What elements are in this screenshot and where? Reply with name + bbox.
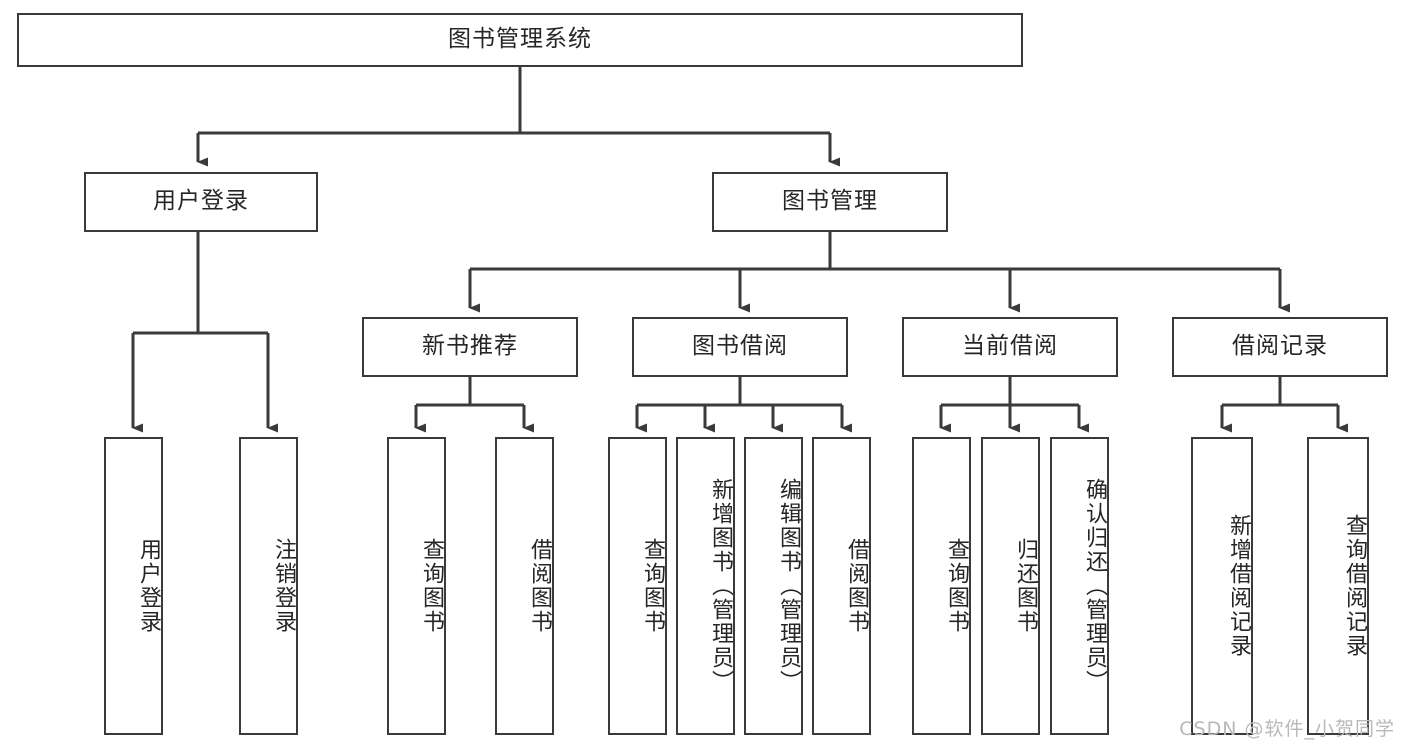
- node-user-login[interactable]: 用户登录: [84, 172, 318, 232]
- node-new-book-recommend[interactable]: 新书推荐: [362, 317, 578, 377]
- node-leaf-query-book-3[interactable]: 查询图书: [912, 437, 971, 735]
- node-leaf-confirm-return[interactable]: 确认归还（管理员）: [1050, 437, 1109, 735]
- node-label: 当前借阅: [962, 333, 1058, 360]
- node-label: 查询图书: [944, 538, 969, 634]
- node-label: 新书推荐: [422, 333, 518, 360]
- node-leaf-query-book-1[interactable]: 查询图书: [387, 437, 446, 735]
- node-root-system[interactable]: 图书管理系统: [17, 13, 1023, 67]
- node-label: 新增图书（管理员）: [708, 478, 733, 694]
- node-leaf-edit-book[interactable]: 编辑图书（管理员）: [744, 437, 803, 735]
- node-book-management[interactable]: 图书管理: [712, 172, 948, 232]
- node-label: 查询借阅记录: [1342, 514, 1367, 658]
- node-label: 用户登录: [153, 188, 249, 215]
- node-label: 确认归还（管理员）: [1082, 478, 1107, 694]
- node-current-borrow[interactable]: 当前借阅: [902, 317, 1118, 377]
- node-label: 借阅记录: [1232, 333, 1328, 360]
- node-label: 图书管理系统: [448, 26, 592, 53]
- node-label: 归还图书: [1013, 538, 1038, 634]
- node-leaf-logout-login[interactable]: 注销登录: [239, 437, 298, 735]
- node-label: 新增借阅记录: [1226, 514, 1251, 658]
- node-label: 借阅图书: [527, 538, 552, 634]
- node-label: 编辑图书（管理员）: [776, 478, 801, 694]
- node-leaf-borrow-book-2[interactable]: 借阅图书: [812, 437, 871, 735]
- node-label: 查询图书: [640, 538, 665, 634]
- node-label: 用户登录: [136, 538, 161, 634]
- node-leaf-add-book[interactable]: 新增图书（管理员）: [676, 437, 735, 735]
- node-label: 注销登录: [271, 538, 296, 634]
- node-leaf-user-login[interactable]: 用户登录: [104, 437, 163, 735]
- node-borrow-record[interactable]: 借阅记录: [1172, 317, 1388, 377]
- node-leaf-query-record[interactable]: 查询借阅记录: [1307, 437, 1369, 735]
- node-label: 查询图书: [419, 538, 444, 634]
- watermark: CSDN @软件_小贺同学: [1179, 718, 1395, 740]
- node-leaf-query-book-2[interactable]: 查询图书: [608, 437, 667, 735]
- node-book-borrow[interactable]: 图书借阅: [632, 317, 848, 377]
- node-label: 图书管理: [782, 188, 878, 215]
- node-leaf-borrow-book-1[interactable]: 借阅图书: [495, 437, 554, 735]
- node-leaf-add-record[interactable]: 新增借阅记录: [1191, 437, 1253, 735]
- node-leaf-return-book[interactable]: 归还图书: [981, 437, 1040, 735]
- node-label: 借阅图书: [844, 538, 869, 634]
- node-label: 图书借阅: [692, 333, 788, 360]
